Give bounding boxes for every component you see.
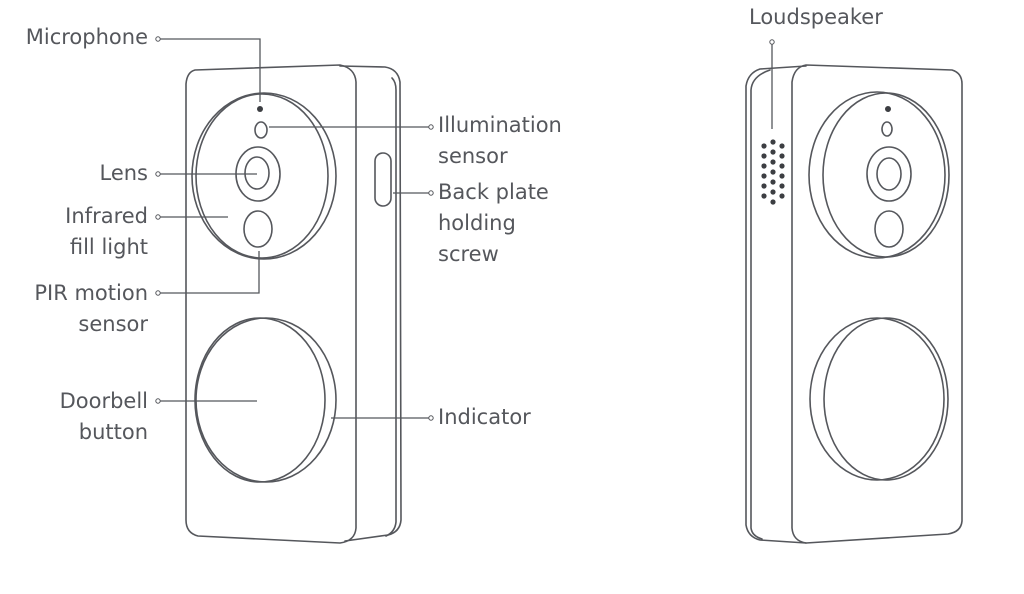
side-lens xyxy=(876,157,902,191)
pir-leader xyxy=(158,251,260,294)
speaker-grille-hole xyxy=(770,169,776,175)
label-backplate-line-1: Back plate xyxy=(438,180,549,204)
label-back-plate-holding-screw: Back plate holding screw xyxy=(438,177,549,270)
label-lens: Lens xyxy=(99,158,148,189)
speaker-grille-hole xyxy=(770,149,776,155)
speaker-grille-hole xyxy=(770,159,776,165)
label-loudspeaker: Loudspeaker xyxy=(749,2,883,33)
loudspeaker-leader-end xyxy=(769,39,775,45)
speaker-grille-hole xyxy=(779,143,785,149)
indicator-leader-end xyxy=(428,415,434,421)
side-back-plate-outline xyxy=(745,65,807,544)
side-camera-module-face xyxy=(822,92,950,258)
side-lens-outer-ring xyxy=(866,146,912,202)
speaker-grille-hole xyxy=(770,139,776,145)
speaker-grille-hole xyxy=(779,183,785,189)
speaker-grille-hole xyxy=(770,199,776,205)
label-illumination-line-1: Illumination xyxy=(438,113,562,137)
speaker-grille-hole xyxy=(779,153,785,159)
label-loudspeaker-line-1: Loudspeaker xyxy=(749,5,883,29)
doorbell-button xyxy=(194,317,326,483)
front-view-device xyxy=(185,64,402,544)
side-back-plate-inner-edge xyxy=(750,69,771,540)
label-backplate-line-3: screw xyxy=(438,242,499,266)
lens xyxy=(244,156,270,190)
label-lens-line-1: Lens xyxy=(99,161,148,185)
speaker-grille-hole xyxy=(761,163,767,169)
doorbell-leader-end xyxy=(155,398,161,404)
side-doorbell-button-rim xyxy=(809,317,945,481)
illumination-sensor xyxy=(254,121,268,139)
front-view-leaders xyxy=(155,36,434,421)
speaker-grille-hole xyxy=(761,173,767,179)
speaker-grille-hole xyxy=(779,193,785,199)
speaker-grille-hole xyxy=(761,153,767,159)
speaker-grille-hole xyxy=(761,143,767,149)
label-microphone-line-1: Microphone xyxy=(25,25,148,49)
label-microphone: Microphone xyxy=(26,22,148,53)
speaker-grille-hole xyxy=(779,173,785,179)
side-view-leaders xyxy=(769,39,775,129)
speaker-grille-hole xyxy=(779,163,785,169)
doorbell-button-rim xyxy=(195,317,337,483)
label-illumination-line-2: sensor xyxy=(438,144,508,168)
backplate-leader-end xyxy=(428,190,434,196)
microphone-hole xyxy=(257,106,263,112)
label-indicator: Indicator xyxy=(438,402,531,433)
lens-leader-end xyxy=(155,171,161,177)
loudspeaker-grille xyxy=(761,139,785,205)
pir-leader-end xyxy=(155,290,161,296)
side-illumination-sensor xyxy=(881,121,893,137)
label-doorbell-button: Doorbell button xyxy=(60,386,148,448)
label-indicator-line-1: Indicator xyxy=(438,405,531,429)
microphone-leader-end xyxy=(155,36,161,42)
camera-module-rim xyxy=(191,92,337,260)
infrared-leader-end xyxy=(155,214,161,220)
label-illumination-sensor: Illumination sensor xyxy=(438,110,562,172)
label-pir-motion-sensor: PIR motion sensor xyxy=(34,278,148,340)
speaker-grille-hole xyxy=(770,179,776,185)
back-plate-outline xyxy=(339,65,402,542)
side-camera-module-rim xyxy=(808,91,946,259)
label-pir-line-1: PIR motion xyxy=(34,281,148,305)
side-device-body xyxy=(791,64,963,544)
side-pir-sensor xyxy=(874,210,904,248)
speaker-grille-hole xyxy=(770,189,776,195)
side-view-device xyxy=(745,64,963,544)
label-infrared-line-1: Infrared xyxy=(65,204,148,228)
label-infrared-fill-light: Infrared fill light xyxy=(65,201,148,263)
camera-module-face xyxy=(195,93,329,259)
speaker-grille-hole xyxy=(761,193,767,199)
label-doorbell-line-1: Doorbell xyxy=(59,389,148,413)
side-microphone-hole xyxy=(885,106,891,112)
pir-motion-sensor xyxy=(243,210,273,248)
label-infrared-line-2: fill light xyxy=(69,235,148,259)
device-body xyxy=(185,64,357,544)
side-doorbell-button xyxy=(823,317,949,481)
microphone-leader xyxy=(158,38,261,102)
label-backplate-line-2: holding xyxy=(438,211,516,235)
label-doorbell-line-2: button xyxy=(78,420,148,444)
illumination-leader-end xyxy=(428,124,434,130)
label-pir-line-2: sensor xyxy=(78,312,148,336)
back-plate-inner-edge xyxy=(385,77,397,537)
speaker-grille-hole xyxy=(761,183,767,189)
back-plate-screw xyxy=(374,152,392,207)
